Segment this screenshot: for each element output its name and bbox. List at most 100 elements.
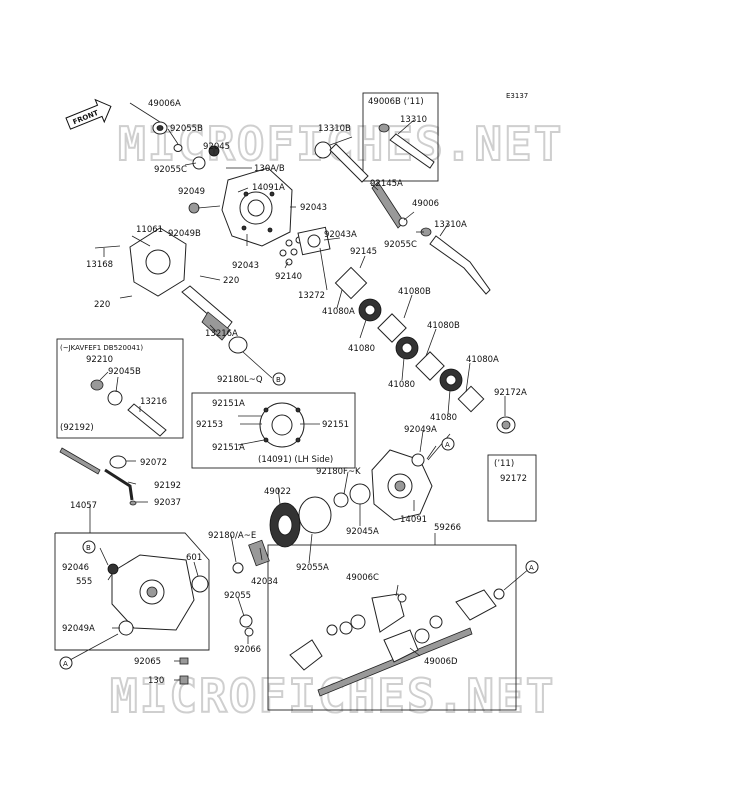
front-arrow-icon: FRONT	[65, 98, 112, 130]
upper-shaft-group	[314, 123, 491, 295]
part-label: 41080B	[427, 321, 460, 331]
marker-a-shaft	[525, 560, 539, 574]
part-label: 130	[148, 676, 164, 686]
part-label: (92192)	[60, 423, 94, 433]
bearing-92045a-icon	[349, 483, 371, 505]
collar-42034-icon	[248, 539, 270, 567]
box-early-model	[56, 338, 184, 439]
marker-b-lower	[82, 540, 96, 554]
part-label: 13168	[86, 260, 113, 270]
part-label: 92055B	[170, 124, 203, 134]
marker-a-right	[441, 437, 455, 451]
part-label: 555	[76, 577, 92, 587]
part-label: 14057	[70, 501, 97, 511]
shim-92180l-icon	[228, 336, 248, 354]
boot-49006d-icon	[383, 629, 419, 663]
part-label: 92055C	[154, 165, 187, 175]
ring-92055a-icon	[298, 496, 332, 534]
part-label: 92055A	[296, 563, 329, 573]
part-label: 41080A	[322, 307, 355, 317]
marker-a-lower-label: A	[63, 660, 68, 668]
box-drive-shaft	[267, 544, 517, 711]
part-label: 92049B	[168, 229, 201, 239]
part-label: (14091) (LH Side)	[258, 455, 333, 465]
part-label: 13216A	[205, 329, 238, 339]
marker-a-lower	[59, 656, 73, 670]
part-label: 49006A	[148, 99, 181, 109]
part-label: 13310	[400, 115, 427, 125]
part-label: 49022	[264, 487, 291, 497]
part-label: 92153	[196, 420, 223, 430]
part-label: 14091A	[252, 183, 285, 193]
circle-markers: B A B A A	[59, 372, 539, 670]
pinion-13216-icon	[127, 403, 167, 437]
part-label: 601	[186, 553, 202, 563]
part-label: 41080	[348, 344, 375, 354]
part-label: 92049A	[404, 425, 437, 435]
part-label: 92145	[350, 247, 377, 257]
watermark-bottom: MICROFICHES.NET	[110, 669, 555, 723]
boot-49006c-icon	[371, 593, 405, 633]
box-2011-shaft	[362, 92, 439, 182]
part-label: 92049A	[62, 624, 95, 634]
part-label: (~JKAVFEF1 DB520041)	[60, 344, 143, 352]
part-label: 92145A	[370, 179, 403, 189]
part-label: (’11)	[494, 459, 514, 469]
plate-41080a-icon	[334, 266, 368, 300]
part-label: 92055	[224, 591, 251, 601]
shaft-13310-icon	[389, 133, 435, 169]
box-lh-side	[191, 392, 356, 469]
part-label: 49006B (’11)	[368, 97, 424, 107]
part-label: 92151A	[212, 399, 245, 409]
watermark-top: MICROFICHES.NET	[118, 117, 563, 171]
part-label: 92192	[154, 481, 181, 491]
part-label: 13216	[140, 397, 167, 407]
upper-housing-group	[94, 121, 293, 354]
part-label: 92172	[500, 474, 527, 484]
pin-92192-icon	[59, 447, 101, 475]
clutch-pack-group	[279, 226, 516, 434]
part-label: 220	[223, 276, 239, 286]
part-label: 220	[94, 300, 110, 310]
part-label: 92043A	[324, 230, 357, 240]
part-label: 92037	[154, 498, 181, 508]
diagram-code: E3137	[506, 92, 528, 100]
part-label: 59266	[434, 523, 461, 533]
marker-a-right-label: A	[445, 441, 450, 449]
outer-joint-icon	[289, 639, 323, 671]
part-label: 92043	[300, 203, 327, 213]
part-label: 92151	[322, 420, 349, 430]
part-label: 11061	[136, 225, 163, 235]
marker-b-upper-label: B	[276, 376, 281, 384]
marker-a-shaft-label: A	[529, 564, 534, 572]
part-label: 92045A	[346, 527, 379, 537]
part-label: 92140	[275, 272, 302, 282]
marker-b-upper	[272, 372, 286, 386]
part-label: 92065	[134, 657, 161, 667]
part-label: 41080	[430, 413, 457, 423]
part-label: 13272	[298, 291, 325, 301]
box-housing	[54, 532, 210, 651]
leader-lines	[69, 102, 531, 681]
part-labels: 49006A 92055B 92055C 92045 130A/B 92049 …	[60, 97, 527, 686]
part-label: 92180/A~E	[208, 531, 256, 541]
part-label: 92045	[203, 142, 230, 152]
part-label: 92049	[178, 187, 205, 197]
part-label: 49006	[412, 199, 439, 209]
shaft-13310a-icon	[429, 235, 491, 295]
part-label: 130A/B	[254, 164, 285, 174]
seal-601-icon	[191, 575, 209, 593]
part-label: 92043	[232, 261, 259, 271]
part-label: 41080	[388, 380, 415, 390]
part-label: 92210	[86, 355, 113, 365]
joint-13310b-icon	[314, 141, 332, 159]
box-2011-seal	[487, 454, 537, 522]
part-label: 92045B	[108, 367, 141, 377]
part-label: 92151A	[212, 443, 245, 453]
part-label: 92180L~Q	[217, 375, 263, 385]
part-label: 49006D	[424, 657, 458, 667]
part-label: 13310B	[318, 124, 351, 134]
inner-joint-icon	[455, 589, 497, 621]
part-label: 92046	[62, 563, 89, 573]
